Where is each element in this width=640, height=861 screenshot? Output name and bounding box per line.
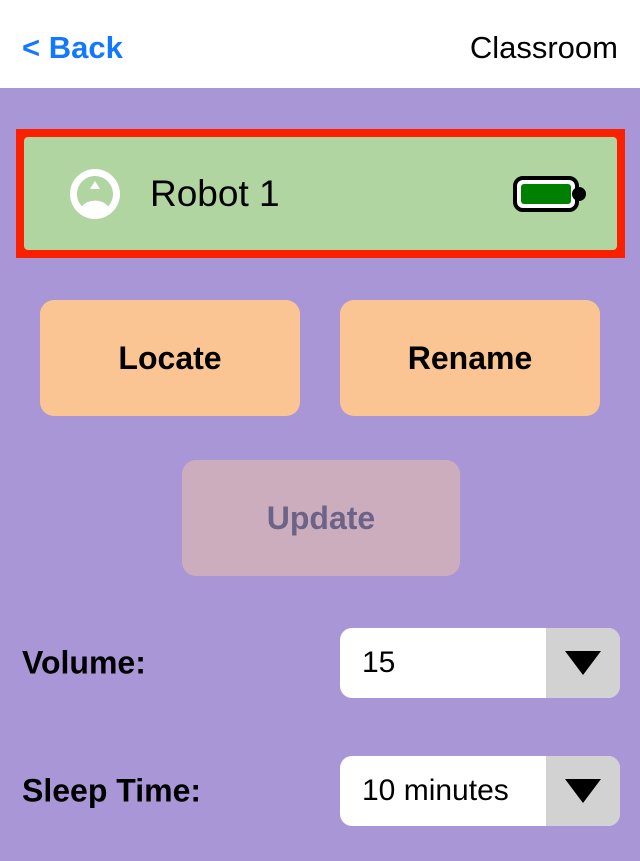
chevron-down-icon (565, 779, 601, 803)
content-area: Robot 1 Locate Rename Update Volume: 15 … (0, 88, 640, 861)
robot-card: Robot 1 (24, 137, 617, 250)
volume-select-arrow[interactable] (546, 628, 620, 698)
back-button[interactable]: < Back (22, 30, 123, 65)
volume-label: Volume: (22, 644, 146, 681)
sleep-time-select-value: 10 minutes (362, 774, 509, 807)
volume-select-value: 15 (362, 646, 396, 679)
robot-name-label: Robot 1 (150, 172, 280, 214)
sleep-time-label: Sleep Time: (22, 772, 202, 809)
update-button: Update (182, 460, 460, 576)
navigation-bar: < Back Classroom (0, 0, 640, 88)
page-title: Classroom (469, 30, 618, 65)
locate-button[interactable]: Locate (40, 300, 300, 416)
volume-setting-row: Volume: 15 (0, 628, 640, 698)
chevron-down-icon (565, 651, 601, 675)
rename-button[interactable]: Rename (340, 300, 600, 416)
sleep-time-select[interactable]: 10 minutes (340, 756, 620, 826)
sleep-time-setting-row: Sleep Time: 10 minutes (0, 756, 640, 826)
volume-select[interactable]: 15 (340, 628, 620, 698)
robot-card-selected[interactable]: Robot 1 (16, 129, 625, 258)
battery-full-icon (513, 175, 587, 212)
sleep-time-select-arrow[interactable] (546, 756, 620, 826)
robot-circle-icon (68, 167, 122, 221)
